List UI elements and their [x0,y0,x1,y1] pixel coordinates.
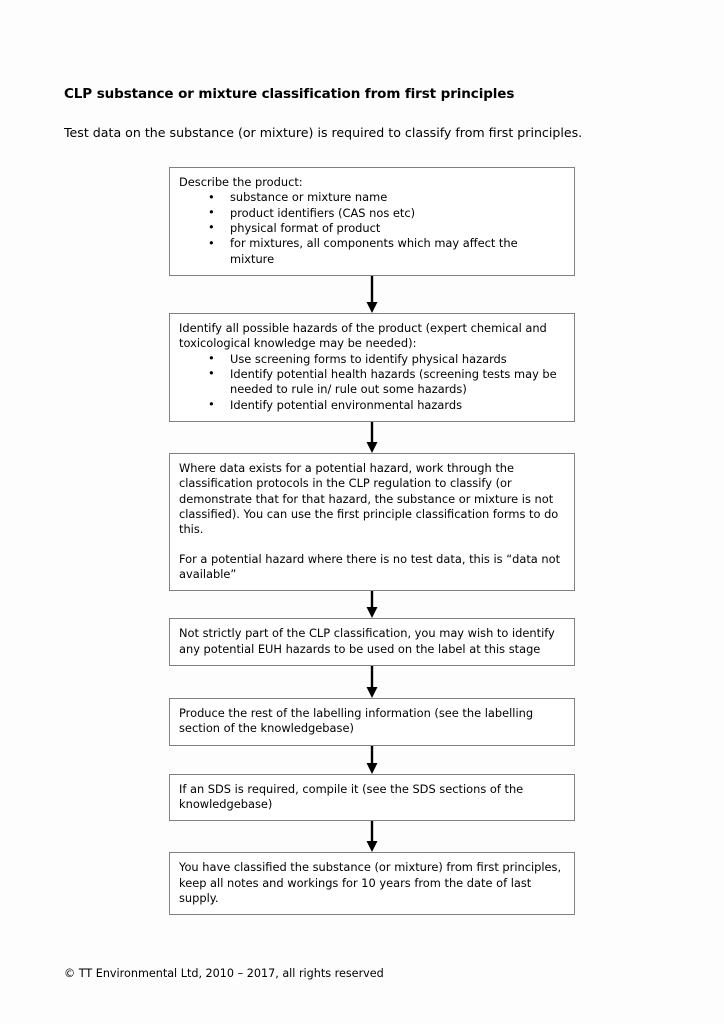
flow-step-sds-compile: If an SDS is required, compile it (see t… [169,773,575,822]
down-arrow-icon [169,665,575,698]
flow-step-paragraph: For a potential hazard where there is no… [179,551,561,581]
copyright-footer: © TT Environmental Ltd, 2010 – 2017, all… [64,967,384,980]
flowchart: Describe the product:substance or mixtur… [169,167,575,916]
flow-step-paragraph: Where data exists for a potential hazard… [179,460,559,537]
flow-step-record-keeping: You have classified the substance (or mi… [169,852,575,916]
flow-step-intro: Identify all possible hazards of the pro… [179,320,547,351]
flow-step-bullet: product identifiers (CAS nos etc) [179,205,565,221]
flow-step-paragraph: If an SDS is required, compile it (see t… [179,781,524,811]
flow-step-paragraph: Produce the rest of the labelling inform… [179,705,534,736]
down-arrow-icon [169,821,575,853]
flow-step-intro: Describe the product: [179,175,303,189]
flow-step-bullet: for mixtures, all components which may a… [179,236,565,267]
flow-step-bullet: Identify potential health hazards (scree… [179,366,565,398]
page-subtitle: Test data on the substance (or mixture) … [64,125,583,140]
flow-step-paragraph: Not strictly part of the CLP classificat… [179,626,555,656]
down-arrow-icon [169,745,575,774]
flow-step-euh-hazards: Not strictly part of the CLP classificat… [169,618,575,666]
flow-step-identify-hazards: Identify all possible hazards of the pro… [169,312,575,422]
flow-step-classification-protocols: Where data exists for a potential hazard… [169,452,575,592]
down-arrow-icon [169,421,575,453]
flow-step-bullet-list: Use screening forms to identify physical… [179,351,565,413]
flow-step-bullet: physical format of product [179,220,565,236]
page-title: CLP substance or mixture classification … [64,86,515,102]
flow-step-describe-product: Describe the product:substance or mixtur… [169,167,575,276]
down-arrow-icon [169,275,575,313]
flow-step-bullet: substance or mixture name [179,190,565,206]
flow-step-paragraph: You have classified the substance (or mi… [179,860,562,905]
flow-step-bullet-list: substance or mixture nameproduct identif… [179,190,565,267]
flow-step-labelling-information: Produce the rest of the labelling inform… [169,697,575,746]
down-arrow-icon [169,591,575,619]
flow-step-bullet: Identify potential environmental hazards [179,397,565,413]
flow-step-bullet: Use screening forms to identify physical… [179,351,565,367]
